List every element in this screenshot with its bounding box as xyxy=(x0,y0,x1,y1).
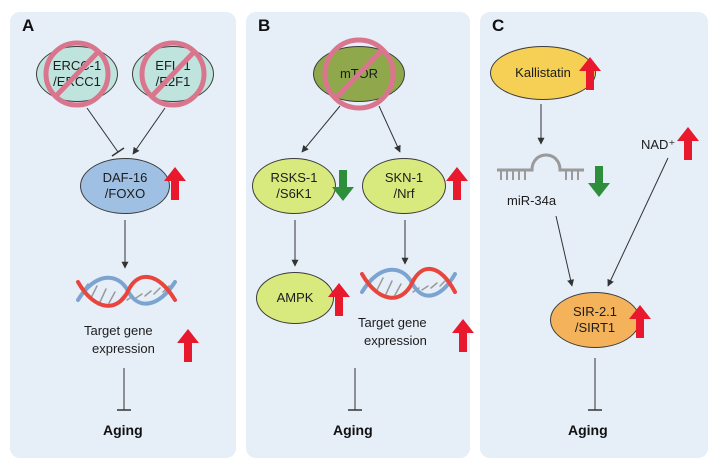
mir34a-label: miR-34a xyxy=(507,193,557,208)
up-arrow-icon-ampk xyxy=(328,283,350,316)
down-arrow-icon-rsks1 xyxy=(332,170,354,201)
prohibition-icon-ercc1 xyxy=(43,40,111,108)
ampk-label: AMPK xyxy=(276,290,314,305)
daf16-node: DAF-16 /FOXO xyxy=(80,158,170,214)
rsks1-label: RSKS-1 /S6K1 xyxy=(270,170,318,201)
daf16-label: DAF-16 /FOXO xyxy=(102,170,148,201)
rsks1-node: RSKS-1 /S6K1 xyxy=(252,158,336,214)
inhibit-sir21-aging-c xyxy=(588,358,602,411)
down-arrow-icon-mir34a xyxy=(588,166,610,197)
inhibit-ercc1-daf16 xyxy=(86,107,125,157)
up-arrow-icon-skn1 xyxy=(446,167,468,200)
sir21-label: SIR-2.1 /SIRT1 xyxy=(572,304,618,335)
aging-label-b: Aging xyxy=(333,422,373,438)
arrow-mir34a-sir21 xyxy=(555,215,575,287)
dna-helix-icon-b xyxy=(360,266,457,300)
up-arrow-icon-target-gene-a xyxy=(177,329,199,362)
sir21-node: SIR-2.1 /SIRT1 xyxy=(550,292,640,348)
expression-label-a: expression xyxy=(92,341,155,356)
arrow-mtor-skn1 xyxy=(378,105,401,153)
inhibit-ampk-aging-b xyxy=(348,368,362,411)
up-arrow-icon-nad xyxy=(677,127,699,160)
arrow-nad-sir21 xyxy=(607,157,669,287)
panel-a-label: A xyxy=(22,16,35,35)
skn1-label: SKN-1 /Nrf xyxy=(384,170,424,201)
kallistatin-node: Kallistatin xyxy=(490,46,596,100)
up-arrow-icon-sir21 xyxy=(629,305,651,338)
arrow-efl1-daf16 xyxy=(132,107,166,155)
up-arrow-icon-target-gene-b xyxy=(452,319,474,352)
inhibit-expression-aging-a xyxy=(117,368,131,411)
up-arrow-icon-kallistatin xyxy=(579,57,601,90)
prohibition-icon-efl1 xyxy=(139,40,207,108)
prohibition-icon-mtor xyxy=(322,37,396,111)
skn1-node: SKN-1 /Nrf xyxy=(362,158,446,214)
expression-label-b: expression xyxy=(364,333,427,348)
target-gene-label-a: Target gene xyxy=(84,323,153,338)
aging-label-a: Aging xyxy=(103,422,143,438)
panel-c-label: C xyxy=(492,16,505,35)
mirna-hairpin-icon xyxy=(497,153,584,180)
arrow-mtor-rsks1 xyxy=(301,105,341,153)
nad-label: NAD⁺ xyxy=(641,137,676,152)
panel-b-label: B xyxy=(258,16,271,35)
target-gene-label-b: Target gene xyxy=(358,315,427,330)
aging-label-c: Aging xyxy=(568,422,608,438)
kallistatin-label: Kallistatin xyxy=(515,65,571,80)
ampk-node: AMPK xyxy=(256,272,334,324)
up-arrow-icon-daf16 xyxy=(164,167,186,200)
dna-helix-icon-a xyxy=(76,274,177,308)
